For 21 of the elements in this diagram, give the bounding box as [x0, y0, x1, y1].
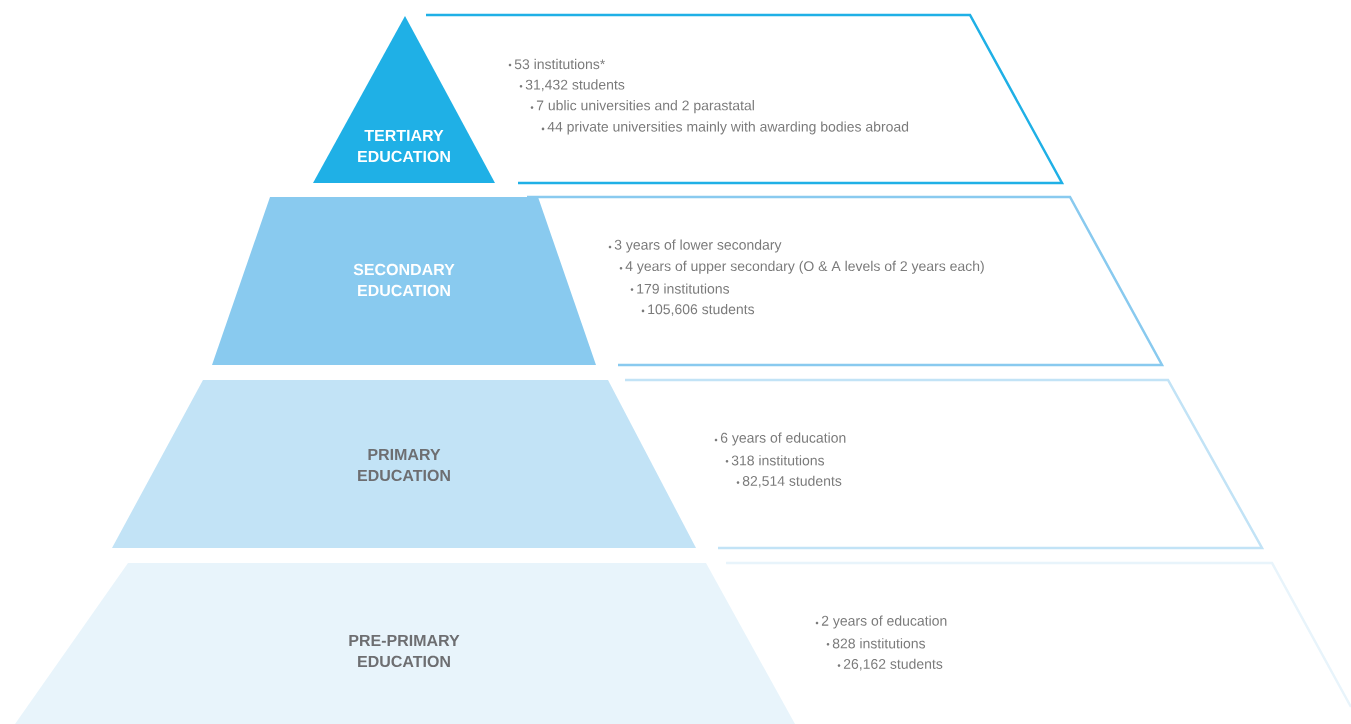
info-panel [527, 195, 1165, 367]
pyramid-level: TERTIARY EDUCATION [313, 16, 495, 183]
bullet-item: 2 years of education [815, 615, 947, 629]
pyramid-level: PRIMARY EDUCATION [112, 380, 696, 548]
bullet-item: 828 institutions [826, 638, 926, 649]
bullet-item: 4 years of upper secondary (O & A levels of 2 years each) [619, 260, 984, 274]
info-panel [625, 378, 1265, 550]
info-panel [726, 561, 1351, 708]
bullet-item: 44 private universities mainly with awarding bodies abroad [541, 121, 909, 135]
bullet-item: 3 years of lower secondary [608, 239, 782, 253]
pyramid-level: PRE-PRIMARY EDUCATION [15, 563, 795, 724]
bullet-item: 82,514 students [736, 475, 842, 488]
bullet-item: 7 ublic universities and 2 parastatal [530, 100, 754, 114]
bullet-item: 105,606 students [641, 303, 755, 316]
bullet-item: 318 institutions [725, 455, 825, 466]
bullet-item: 53 institutions* [508, 58, 606, 70]
bullet-item: 31,432 students [519, 79, 625, 92]
bullet-item: 26,162 students [837, 658, 943, 671]
bullet-item: 6 years of education [714, 432, 846, 446]
bullet-item: 179 institutions [630, 283, 730, 294]
pyramid-level: SECONDARY EDUCATION [212, 197, 596, 365]
